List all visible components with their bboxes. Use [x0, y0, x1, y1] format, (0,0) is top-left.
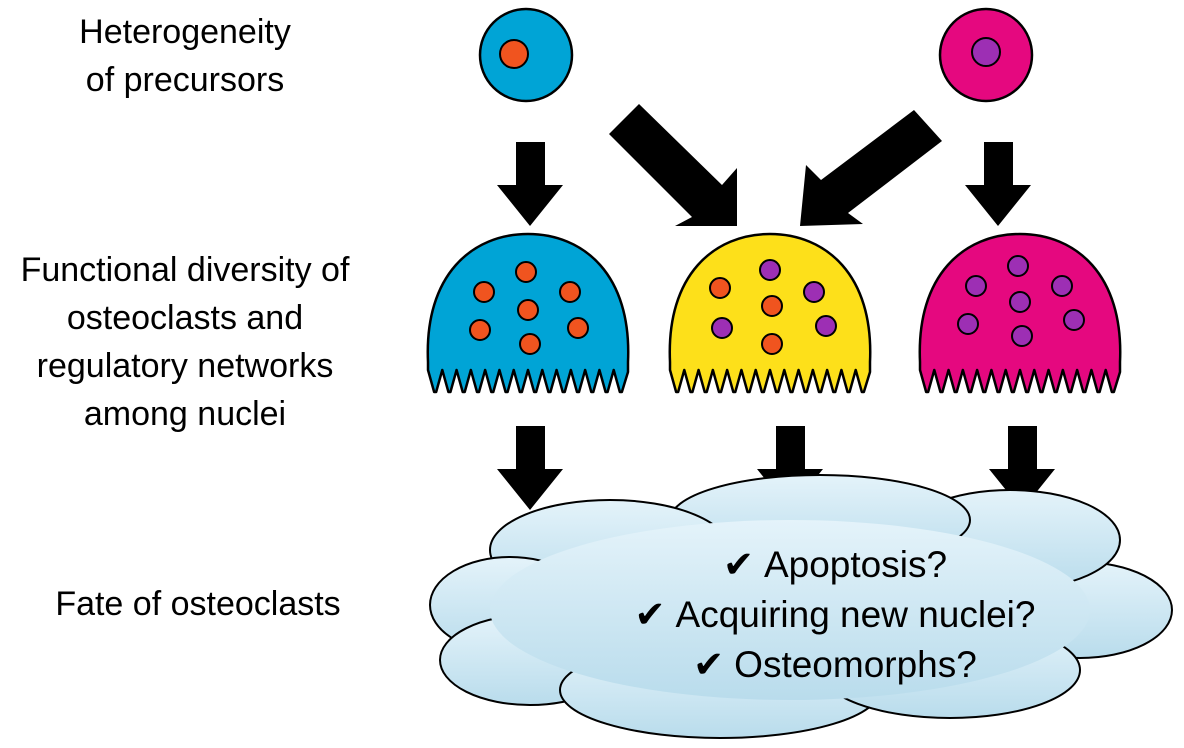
- heterogeneity-label: Heterogeneity of precursors: [30, 8, 340, 104]
- precursor-magenta: [938, 7, 1034, 103]
- diversity-label-line3: regulatory networks: [36, 347, 334, 385]
- fate-item-text: Apoptosis?: [763, 544, 948, 585]
- nucleus: [559, 281, 581, 303]
- diversity-label-line1: Functional diversity of: [20, 251, 350, 289]
- arrow-down-2: [965, 142, 1031, 226]
- nucleus: [469, 319, 491, 341]
- osteoclast-magenta: [918, 232, 1122, 394]
- nucleus: [709, 277, 731, 299]
- nucleus: [519, 333, 541, 355]
- nucleus: [1063, 309, 1085, 331]
- nucleus: [1011, 325, 1033, 347]
- nucleus: [759, 259, 781, 281]
- nucleus: [815, 315, 837, 337]
- nucleus: [515, 261, 537, 283]
- check-icon: ✔: [722, 544, 754, 585]
- nucleus: [1009, 291, 1031, 313]
- nucleus: [803, 281, 825, 303]
- fate-item-text: Osteomorphs?: [734, 644, 977, 685]
- arrow-down-1: [497, 142, 563, 226]
- nucleus: [517, 299, 539, 321]
- fate-cloud: [429, 474, 1173, 739]
- nucleus: [473, 281, 495, 303]
- diversity-label-line2: osteoclasts and: [66, 299, 304, 337]
- fate-label: Fate of osteoclasts: [55, 585, 341, 623]
- nucleus: [761, 295, 783, 317]
- fate-item-osteomorphs: ✔Osteomorphs?: [560, 640, 1110, 690]
- fate-list: ✔Apoptosis? ✔Acquiring new nuclei? ✔Oste…: [560, 540, 1110, 690]
- check-icon: ✔: [693, 644, 725, 685]
- nucleus: [1051, 275, 1073, 297]
- nucleus: [567, 317, 589, 339]
- arrow-down-5: [989, 426, 1055, 510]
- heterogeneity-label-line1: Heterogeneity: [79, 13, 291, 51]
- fate-item-new-nuclei: ✔Acquiring new nuclei?: [560, 590, 1110, 640]
- nucleus: [761, 333, 783, 355]
- nucleus: [1007, 255, 1029, 277]
- osteoclast-yellow: [668, 232, 872, 394]
- check-icon: ✔: [634, 594, 666, 635]
- nucleus: [957, 313, 979, 335]
- osteoclast-blue: [426, 232, 630, 394]
- fate-item-apoptosis: ✔Apoptosis?: [560, 540, 1110, 590]
- arrow-down-3: [497, 426, 563, 510]
- diversity-label-line4: among nuclei: [83, 395, 287, 433]
- heterogeneity-label-line2: of precursors: [85, 61, 285, 99]
- nucleus: [711, 317, 733, 339]
- nucleus: [965, 275, 987, 297]
- diversity-label: Functional diversity of osteoclasts and …: [0, 246, 390, 438]
- arrow-diag-left: [800, 110, 942, 226]
- precursor-blue: [478, 7, 574, 103]
- arrow-diag-right: [609, 104, 737, 226]
- fate-item-text: Acquiring new nuclei?: [675, 594, 1036, 635]
